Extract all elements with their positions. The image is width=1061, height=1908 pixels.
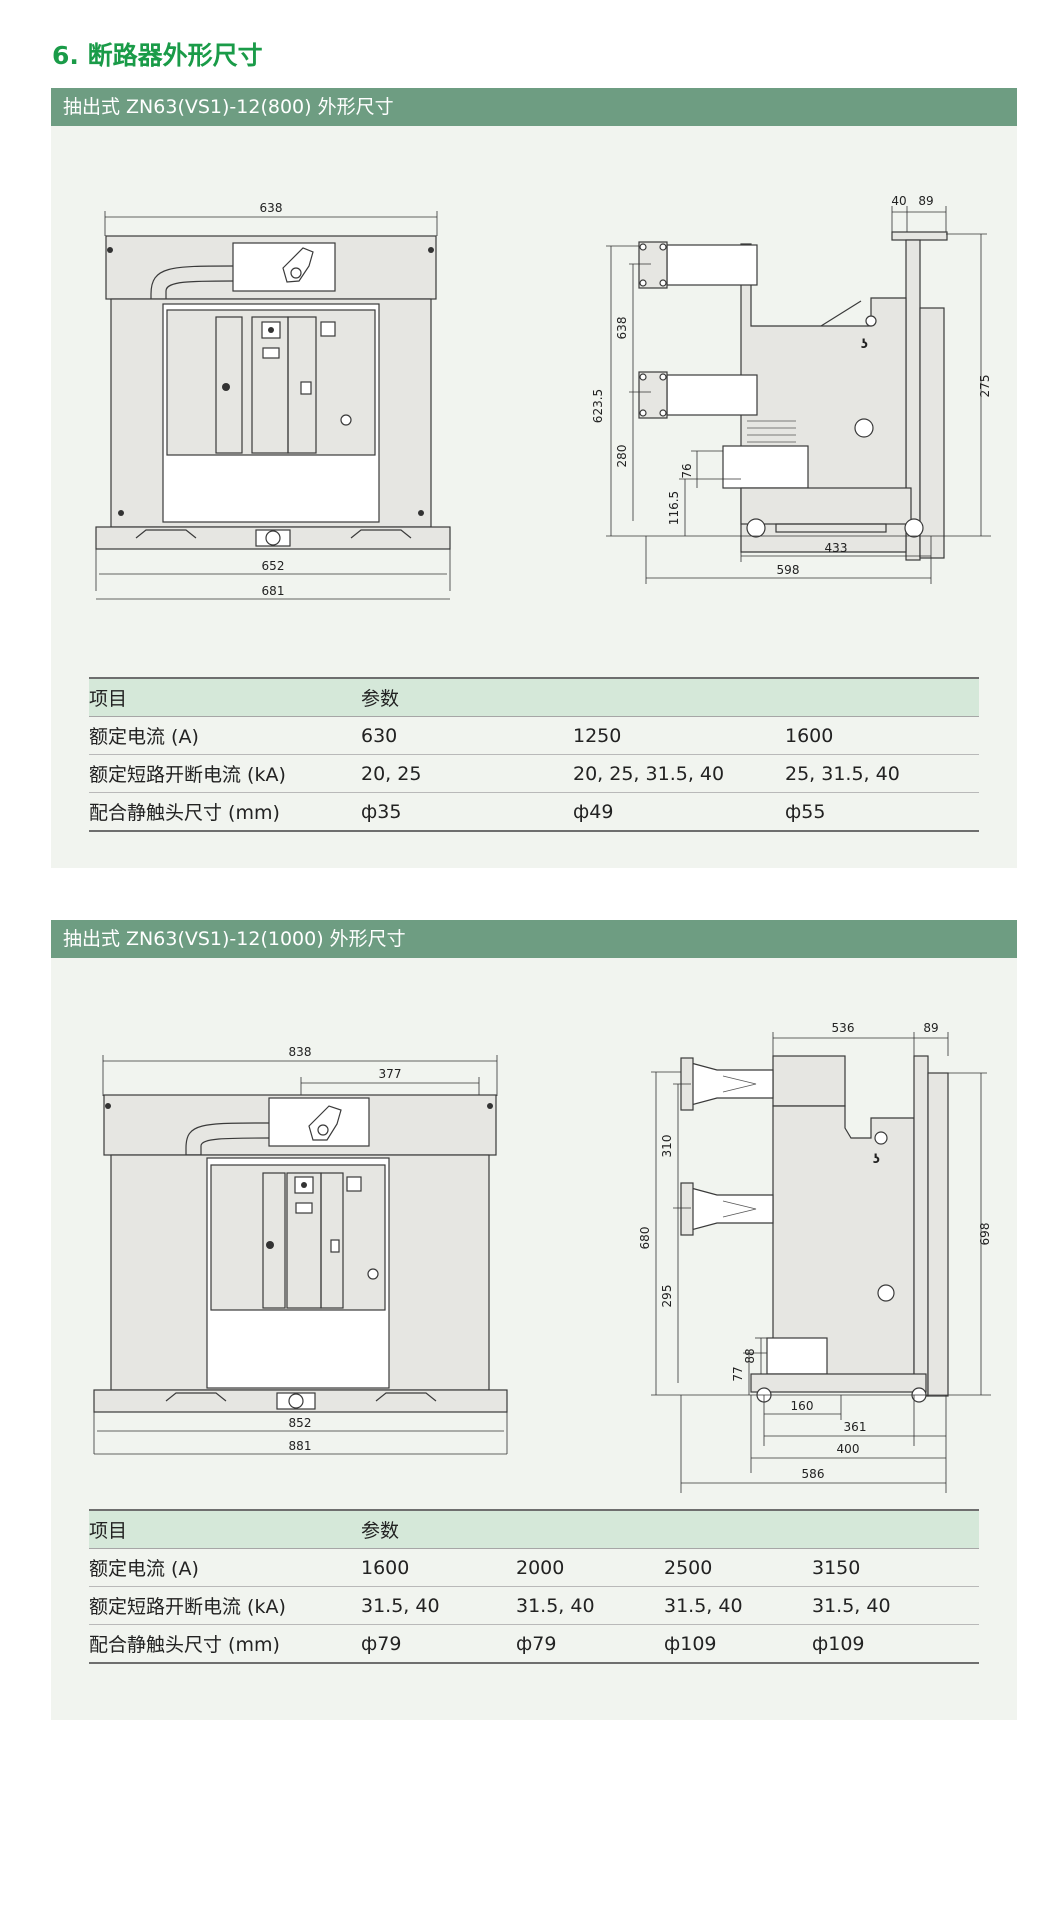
front-view-drawing: 638 bbox=[95, 201, 451, 600]
front-dim-width-top: 638 bbox=[260, 201, 283, 215]
cell: 1250 bbox=[573, 716, 785, 755]
front-dim-881: 881 bbox=[289, 1439, 312, 1453]
table-row: 额定电流 (A) 630 1250 1600 bbox=[89, 716, 979, 755]
dimension-drawing-1000: 838 377 bbox=[51, 958, 1017, 1548]
header-item: 项目 bbox=[89, 1509, 361, 1549]
table-row: 配合静触头尺寸 (mm) ф35 ф49 ф55 bbox=[89, 792, 979, 832]
front-dim-852: 852 bbox=[289, 1416, 312, 1430]
table-header-row: 项目 参数 bbox=[89, 1509, 979, 1549]
front-dim-838: 838 bbox=[289, 1045, 312, 1059]
cell: ф35 bbox=[361, 792, 573, 832]
drawings-svg: 638 bbox=[95, 194, 992, 600]
side-dim-361: 361 bbox=[844, 1420, 867, 1434]
section-1000: 抽出式 ZN63(VS1)-12(1000) 外形尺寸 838 377 bbox=[51, 920, 1017, 1720]
table-row: 额定短路开断电流 (kA) 20, 25 20, 25, 31.5, 40 25… bbox=[89, 754, 979, 793]
side-dim-76: 76 bbox=[680, 463, 694, 478]
side-dim-638: 275 bbox=[978, 375, 992, 398]
row-label: 额定短路开断电流 (kA) bbox=[89, 1586, 361, 1625]
cell: 31.5, 40 bbox=[361, 1586, 516, 1625]
side-dim-310: 310 bbox=[660, 1135, 674, 1158]
cell: 2000 bbox=[516, 1548, 664, 1587]
cell: 31.5, 40 bbox=[812, 1586, 979, 1625]
side-dim-89: 89 bbox=[923, 1021, 938, 1035]
cell: ф109 bbox=[812, 1624, 979, 1664]
side-dim-89: 89 bbox=[918, 194, 933, 208]
row-label: 额定电流 (A) bbox=[89, 716, 361, 755]
cell: 25, 31.5, 40 bbox=[785, 754, 979, 793]
row-label: 配合静触头尺寸 (mm) bbox=[89, 792, 361, 832]
table-row: 配合静触头尺寸 (mm) ф79 ф79 ф109 ф109 bbox=[89, 1624, 979, 1664]
table-row: 额定电流 (A) 1600 2000 2500 3150 bbox=[89, 1548, 979, 1587]
cell: 2500 bbox=[664, 1548, 812, 1587]
cell: ф79 bbox=[516, 1624, 664, 1664]
side-dim-116.5: 116.5 bbox=[667, 491, 681, 525]
cell: 1600 bbox=[785, 716, 979, 755]
cell: ф109 bbox=[664, 1624, 812, 1664]
table-header-row: 项目 参数 bbox=[89, 677, 979, 717]
cell: 1600 bbox=[361, 1548, 516, 1587]
side-dim-680: 680 bbox=[638, 1227, 652, 1250]
cell: ф55 bbox=[785, 792, 979, 832]
side-dim-536: 536 bbox=[832, 1021, 855, 1035]
side-view-drawing: 40 89 ʖ bbox=[591, 194, 992, 584]
cell: 20, 25 bbox=[361, 754, 573, 793]
dimension-drawing-800: 638 bbox=[51, 126, 1017, 706]
cell: 31.5, 40 bbox=[664, 1586, 812, 1625]
side-dim-623.5: 623.5 bbox=[591, 389, 605, 423]
spec-table-800: 项目 参数 额定电流 (A) 630 1250 1600 额定短路开断电流 (k… bbox=[89, 677, 979, 832]
cell: 31.5, 40 bbox=[516, 1586, 664, 1625]
row-label: 配合静触头尺寸 (mm) bbox=[89, 1624, 361, 1664]
cell: 20, 25, 31.5, 40 bbox=[573, 754, 785, 793]
header-item: 项目 bbox=[89, 677, 361, 717]
header-param: 参数 bbox=[361, 1509, 979, 1549]
side-dim-598: 598 bbox=[777, 563, 800, 577]
svg-text:ʖ: ʖ bbox=[861, 337, 868, 351]
front-dim-652: 652 bbox=[262, 559, 285, 573]
cell: 3150 bbox=[812, 1548, 979, 1587]
side-dim-400: 400 bbox=[837, 1442, 860, 1456]
page-title: 6. 断路器外形尺寸 bbox=[52, 41, 263, 70]
side-dim-295: 295 bbox=[660, 1285, 674, 1308]
side-dim-40: 40 bbox=[891, 194, 906, 208]
side-dim-160: 160 bbox=[791, 1399, 814, 1413]
section-800: 抽出式 ZN63(VS1)-12(800) 外形尺寸 638 bbox=[51, 88, 1017, 868]
spec-table-1000: 项目 参数 额定电流 (A) 1600 2000 2500 3150 额定短路开… bbox=[89, 1509, 979, 1664]
side-dim-586: 586 bbox=[802, 1467, 825, 1481]
drawings-svg: 838 377 bbox=[93, 1021, 992, 1493]
side-dim-275: 638 bbox=[615, 317, 629, 340]
side-dim-280: 280 bbox=[615, 445, 629, 468]
side-dim-433: 433 bbox=[825, 541, 848, 555]
cell: 630 bbox=[361, 716, 573, 755]
table-row: 额定短路开断电流 (kA) 31.5, 40 31.5, 40 31.5, 40… bbox=[89, 1586, 979, 1625]
section-header: 抽出式 ZN63(VS1)-12(800) 外形尺寸 bbox=[51, 88, 1017, 126]
cell: ф49 bbox=[573, 792, 785, 832]
row-label: 额定短路开断电流 (kA) bbox=[89, 754, 361, 793]
side-dim-698: 698 bbox=[978, 1223, 992, 1246]
side-dim-88: 88 bbox=[743, 1348, 757, 1363]
svg-text:ʖ: ʖ bbox=[873, 1152, 880, 1166]
front-view-drawing: 838 377 bbox=[93, 1045, 508, 1455]
section-header: 抽出式 ZN63(VS1)-12(1000) 外形尺寸 bbox=[51, 920, 1017, 958]
side-dim-77: 77 bbox=[731, 1366, 745, 1381]
side-view-drawing: 536 89 ʖ bbox=[638, 1021, 992, 1493]
header-param: 参数 bbox=[361, 677, 979, 717]
cell: ф79 bbox=[361, 1624, 516, 1664]
front-dim-681: 681 bbox=[262, 584, 285, 598]
row-label: 额定电流 (A) bbox=[89, 1548, 361, 1587]
front-dim-377: 377 bbox=[379, 1067, 402, 1081]
